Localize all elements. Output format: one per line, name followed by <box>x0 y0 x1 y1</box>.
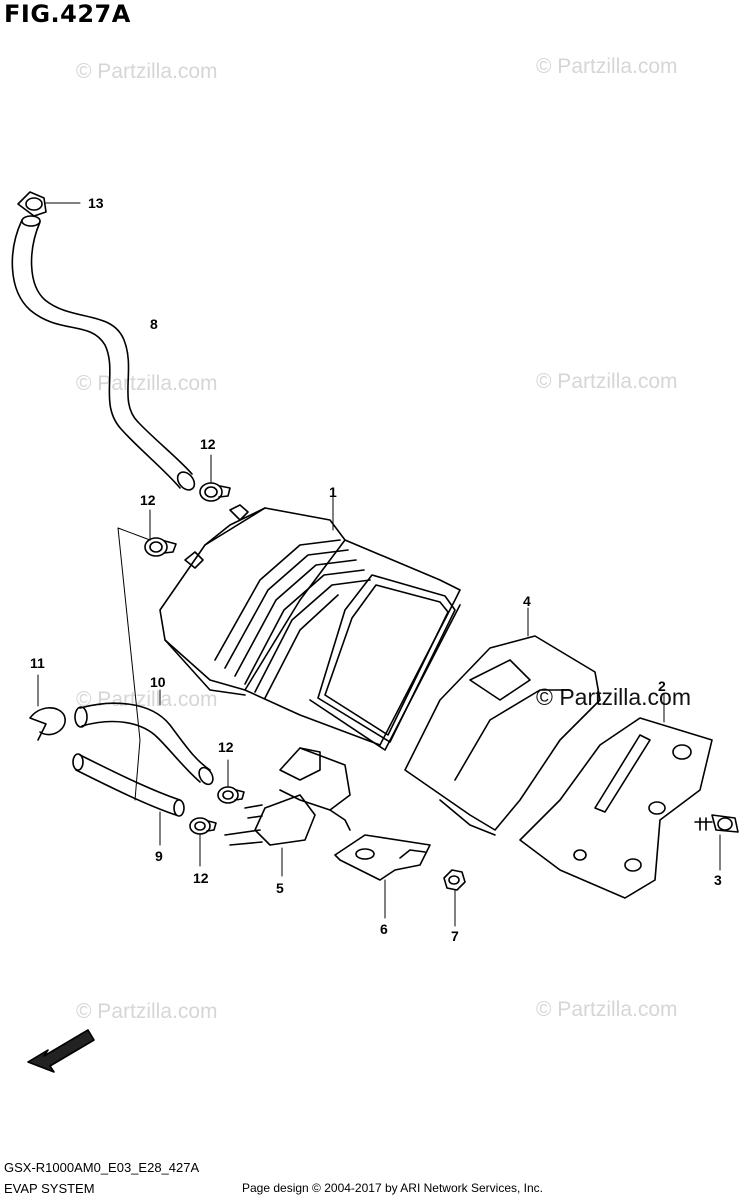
plate-part-2[interactable] <box>519 693 713 899</box>
watermark: © Partzilla.com <box>76 372 218 395</box>
callout-13[interactable]: 13 <box>88 195 104 211</box>
figure-name: EVAP SYSTEM <box>4 1181 95 1196</box>
hose-part-8[interactable] <box>11 215 197 493</box>
clamp-part-12-d[interactable] <box>189 817 217 867</box>
clip-part-13[interactable] <box>17 191 81 217</box>
canister-part-1[interactable] <box>159 491 461 751</box>
clamp-part-12-b[interactable] <box>144 509 177 557</box>
watermark: © Partzilla.com <box>76 688 218 711</box>
watermark: © Partzilla.com <box>536 998 678 1021</box>
callout-4[interactable]: 4 <box>523 593 531 609</box>
callout-10[interactable]: 10 <box>150 674 166 690</box>
figure-code: GSX-R1000AM0_E03_E28_427A <box>4 1160 200 1175</box>
callout-3[interactable]: 3 <box>714 872 722 888</box>
callout-11[interactable]: 11 <box>30 655 45 671</box>
callout-6[interactable]: 6 <box>380 921 388 937</box>
callout-5[interactable]: 5 <box>276 880 284 896</box>
clamp-part-12-a[interactable] <box>199 454 231 502</box>
watermark: © Partzilla.com <box>76 60 218 83</box>
callout-12[interactable]: 12 <box>200 436 216 452</box>
hose-part-9[interactable] <box>72 753 185 846</box>
callout-12[interactable]: 12 <box>140 492 156 508</box>
callout-9[interactable]: 9 <box>155 848 163 864</box>
page-credit: Page design © 2004-2017 by ARI Network S… <box>242 1181 544 1195</box>
clip-part-11[interactable] <box>29 674 66 741</box>
clamp-part-12-c[interactable] <box>217 759 245 804</box>
cover-part-4[interactable] <box>404 607 601 836</box>
bracket-part-6[interactable] <box>334 834 431 919</box>
hose-part-10[interactable] <box>74 689 216 787</box>
watermark: © Partzilla.com <box>536 55 678 78</box>
callout-12[interactable]: 12 <box>193 870 209 886</box>
callout-1[interactable]: 1 <box>329 484 337 500</box>
watermark: © Partzilla.com <box>536 370 678 393</box>
nut-part-7[interactable] <box>443 869 466 927</box>
watermark-bold: © Partzilla.com <box>536 684 691 710</box>
bolt-part-3[interactable] <box>694 814 739 871</box>
callout-2[interactable]: 2 <box>658 678 666 694</box>
watermark: © Partzilla.com <box>76 1000 218 1023</box>
fwd-arrow <box>27 1029 95 1073</box>
callout-12[interactable]: 12 <box>218 739 234 755</box>
callout-8[interactable]: 8 <box>150 316 158 332</box>
valve-part-5[interactable] <box>224 747 351 877</box>
callout-7[interactable]: 7 <box>451 928 459 944</box>
figure-title: FIG.427A <box>4 0 131 28</box>
